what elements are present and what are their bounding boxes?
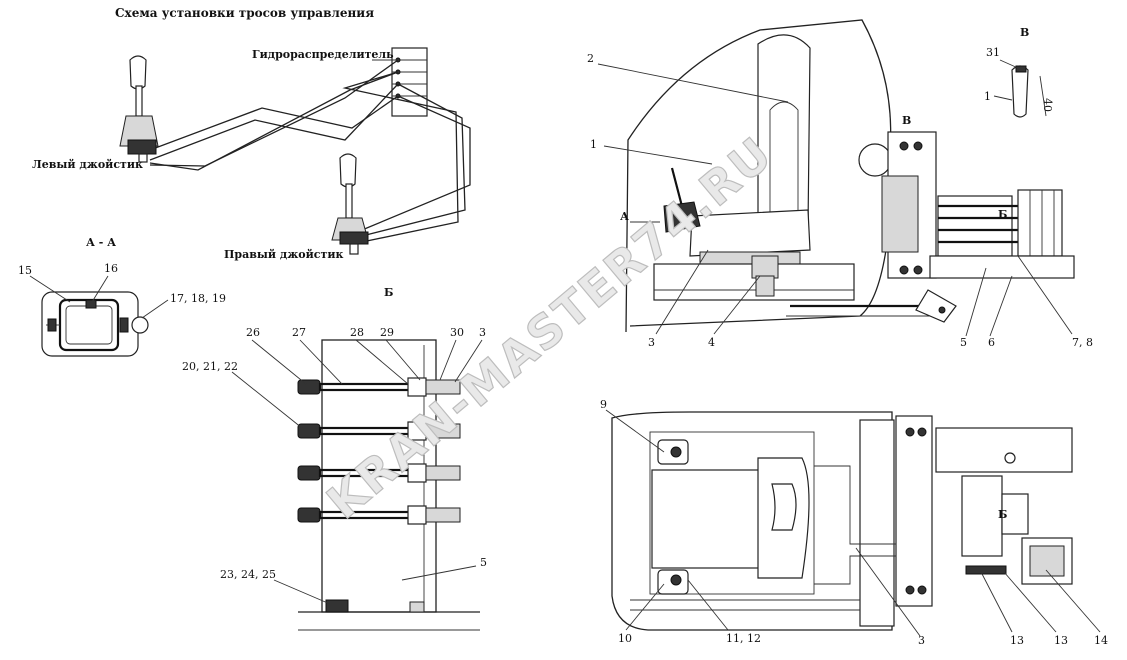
top-b-marker: Б	[998, 508, 1007, 521]
cable-scheme: Гидрораспределитель Левый джойстик Правы…	[32, 47, 471, 261]
cable-rod-2	[297, 421, 461, 441]
callout-5-b: 5	[480, 556, 487, 569]
callout-23-24-25: 23, 24, 25	[220, 568, 276, 581]
callout-6: 6	[988, 336, 995, 349]
top-view: Б 9 10 11, 12 3 13 13 14	[600, 398, 1108, 647]
side-view: А В Б 2 1 3 4 5 6 7, 8	[587, 19, 1093, 349]
cable-rod-1	[297, 377, 461, 397]
callout-28: 28	[350, 326, 364, 339]
right-joystick-label: Правый джойстик	[224, 248, 343, 261]
callout-9: 9	[600, 398, 607, 411]
section-a-marker: А	[620, 210, 629, 223]
dimension-40: 40	[1041, 98, 1054, 112]
callout-3: 3	[479, 326, 486, 339]
callout-2: 2	[587, 52, 594, 65]
callout-5: 5	[960, 336, 967, 349]
view-b-bracket: Б	[182, 286, 487, 631]
view-b-title: Б	[384, 286, 393, 299]
valve-label: Гидрораспределитель	[252, 48, 394, 61]
callout-7-8: 7, 8	[1072, 336, 1093, 349]
cable-rod-4	[297, 505, 461, 525]
callout-10: 10	[618, 632, 632, 645]
callout-17-18-19: 17, 18, 19	[170, 292, 226, 305]
callout-31: 31	[986, 46, 1000, 59]
callout-11-12: 11, 12	[726, 632, 761, 645]
section-a-a: А - А 15 16 17, 18, 19	[18, 236, 226, 357]
callout-13-second: 13	[1054, 634, 1068, 647]
callout-15: 15	[18, 264, 32, 277]
callout-4: 4	[708, 336, 715, 349]
callout-3-side: 3	[648, 336, 655, 349]
callout-14: 14	[1094, 634, 1108, 647]
callout-1: 1	[590, 138, 597, 151]
callout-26: 26	[246, 326, 260, 339]
callout-27: 27	[292, 326, 306, 339]
callout-29: 29	[380, 326, 394, 339]
view-b-marker: Б	[998, 208, 1007, 221]
callout-16: 16	[104, 262, 118, 275]
view-v-detail: В 31 1 40	[984, 26, 1054, 118]
callout-13: 13	[1010, 634, 1024, 647]
drawing-title: Схема установки тросов управления	[115, 6, 374, 20]
view-v-marker: В	[902, 114, 911, 127]
callout-20-21-22: 20, 21, 22	[182, 360, 238, 373]
view-v-title: В	[1020, 26, 1029, 39]
cable-rod-3	[297, 463, 461, 483]
callout-30: 30	[450, 326, 464, 339]
callout-1-v: 1	[984, 90, 991, 103]
section-aa-title: А - А	[86, 236, 116, 249]
left-joystick-label: Левый джойстик	[32, 158, 143, 171]
callout-3-top: 3	[918, 634, 925, 647]
